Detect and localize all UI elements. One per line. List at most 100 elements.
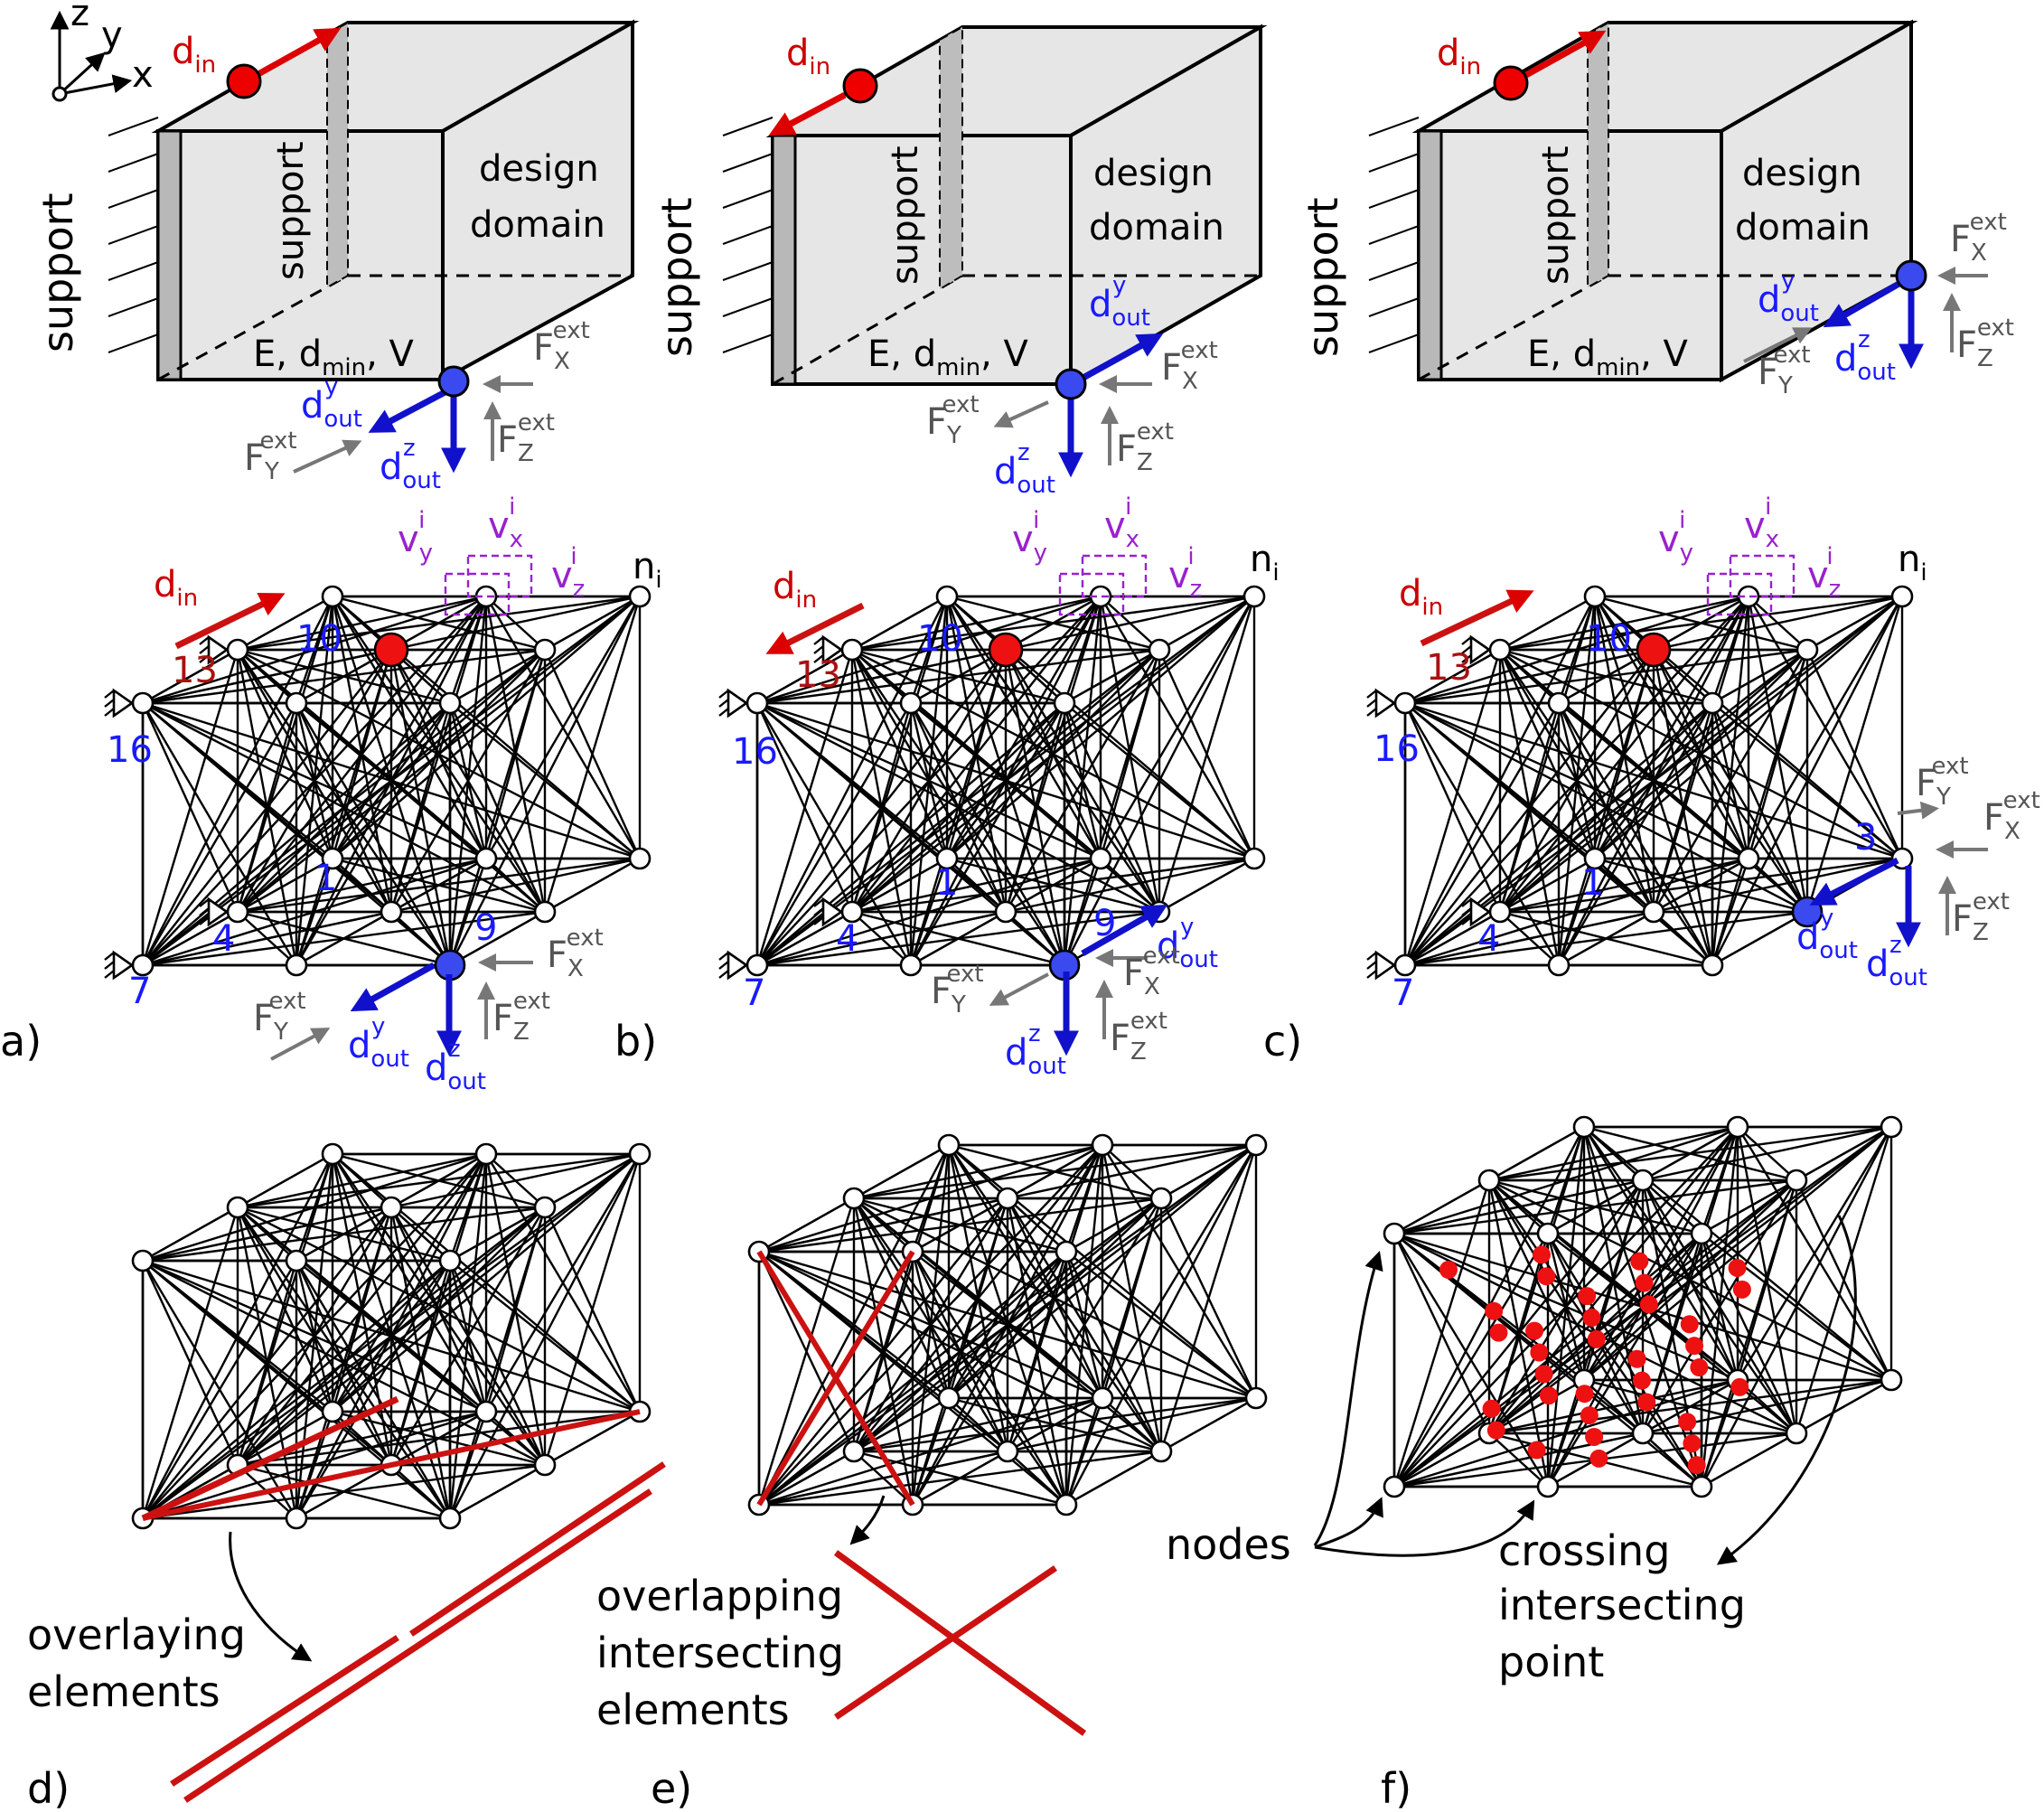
voxel-vy-label: vyi [398,507,433,567]
node [380,1196,403,1219]
pin-support-icon [207,634,230,665]
truss-member [141,1260,298,1519]
truss-member [850,649,949,859]
truss-member [853,1451,914,1506]
node [988,632,1024,668]
box-c: support support design domain E, dmin, V… [1299,19,2014,399]
nodes-label: nodes [1166,1520,1291,1569]
truss-member [948,1143,1162,1200]
crossing-point [1589,1449,1608,1468]
truss-member [1557,702,1714,966]
truss-member [448,1260,547,1466]
f-y-label: FYext [253,988,306,1046]
node [935,585,959,608]
axis-y-label: y [101,14,123,56]
truss-member [1795,1179,1893,1381]
node [842,1187,866,1210]
pin-support-icon [821,634,844,665]
node [1091,1133,1114,1157]
node [1785,1169,1808,1192]
crossing-point [1678,1413,1697,1432]
voxel-box [444,554,533,616]
node [1701,953,1724,977]
node [1393,691,1417,715]
network-b-labels: din 13 10 16 1 4 7 9 ni vyi vxi vzi dout… [614,493,1280,1080]
pin-support-icon [1469,634,1492,665]
intersection-points [1439,1245,1751,1475]
node-10-label: 10 [1586,618,1632,660]
node [1796,638,1819,662]
node [1583,585,1607,608]
intersect-element-2 [834,1565,1057,1720]
node [1055,1240,1078,1263]
crossing-point [1537,1267,1556,1286]
truss-member [1488,1378,1585,1435]
node [840,638,864,662]
panel-d-label: d) [27,1764,70,1812]
truss-member [1652,649,1809,913]
crossing-point [1680,1315,1699,1334]
node [1244,1386,1268,1410]
truss-member [1499,595,1596,652]
support-inner-label: support [1535,146,1577,285]
material-label: E, dmin, V [1527,333,1689,381]
nodes [745,585,1266,981]
node [1642,900,1665,924]
network-a-labels: din 13 10 16 1 4 7 9 ni vyi vxi vzi dout… [0,493,662,1095]
d-in-label: din [1437,33,1481,80]
crossing-point [1627,1349,1646,1368]
crossing-point [1525,1321,1544,1340]
supports [1366,634,1492,981]
truss-member [1064,1251,1163,1452]
truss-member [948,1197,1162,1399]
crossing-point [1539,1386,1558,1405]
node [285,1249,308,1272]
node [474,847,498,870]
truss-member [1159,1197,1258,1399]
truss-member [543,649,642,859]
d-out-y-label: douty [348,1013,409,1073]
truss-member [544,857,641,914]
pin-support-icon [112,688,135,718]
crossing-point [1683,1434,1702,1453]
ground-structure-f [1383,1115,1903,1498]
node [131,1249,155,1272]
node [899,691,923,715]
node [533,900,557,924]
d-out-y-label: douty [1089,272,1150,332]
d-in-label: din [786,33,830,80]
crossing-point [1632,1371,1651,1390]
node-7-label: 7 [743,972,765,1014]
truss-member [1102,1397,1162,1452]
node [533,638,557,662]
truss-member [853,1450,1067,1507]
truss-member [948,1396,1162,1453]
material-label: E, dmin, V [867,333,1029,381]
truss-member [1641,1179,1798,1434]
truss-member [946,649,1160,859]
f-z-label: FZext [492,988,550,1046]
truss-member [853,1197,1067,1253]
truss-member [909,702,1066,966]
truss-member [484,596,642,859]
f-z-label: FZext [1956,315,2014,372]
truss-member [141,702,298,966]
truss-member [1499,911,1560,966]
truss-member [236,649,393,913]
node-7-label: 7 [128,971,151,1012]
node [937,1133,961,1157]
support-hatch [722,117,774,353]
crossing-point [1533,1245,1551,1264]
node-9-label: 9 [474,907,497,949]
d-out-z-label: doutz [1834,326,1896,386]
truss-member [947,1144,1104,1399]
f-z-label: FZext [1952,888,2010,946]
truss-member [1498,649,1655,913]
domain-label: domain [1089,207,1224,249]
truss-member [1593,649,1655,859]
node-1-label: 1 [314,858,337,899]
domain-label: domain [1735,207,1871,249]
node [1583,847,1607,870]
truss-member [853,1251,1067,1452]
node [937,1386,961,1410]
